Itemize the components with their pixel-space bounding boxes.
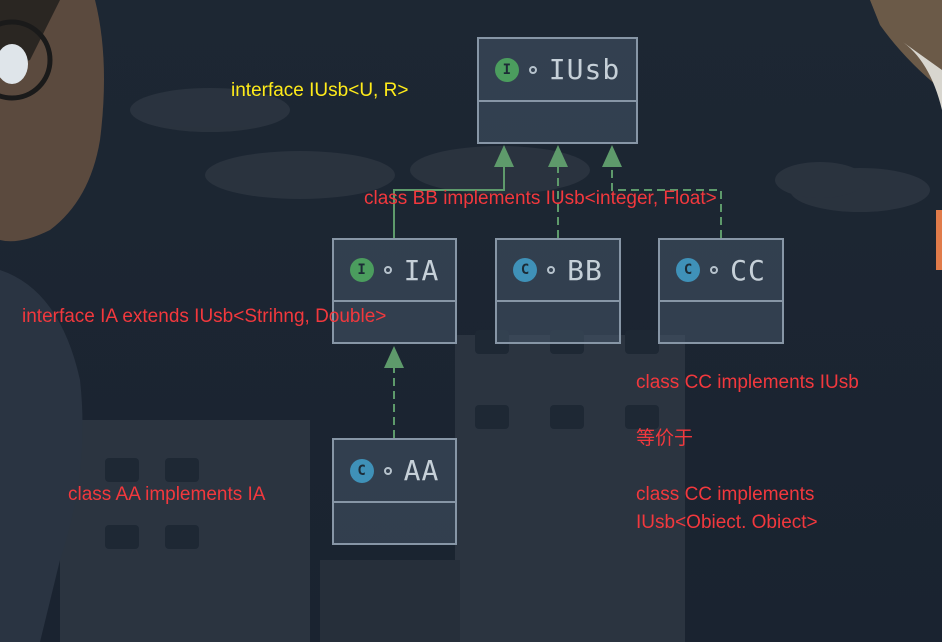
character-left: [0, 0, 104, 642]
node-iusb[interactable]: I IUsb: [477, 37, 638, 144]
arrowhead-bb-to-iusb: [548, 145, 568, 167]
node-ia[interactable]: I IA: [332, 238, 457, 344]
arrowhead-ia-to-iusb: [494, 145, 514, 167]
node-bb-header: C BB: [497, 240, 619, 302]
arrowheads: [384, 145, 622, 368]
arrowhead-aa-to-ia: [384, 346, 404, 368]
class-badge-icon: C: [513, 258, 538, 282]
node-cc-name: CC: [730, 253, 766, 287]
node-ia-header: I IA: [334, 240, 455, 302]
visibility-icon: [383, 266, 392, 274]
node-cc-header: C CC: [660, 240, 782, 302]
note-cc-full-line-1: class CC implements: [636, 484, 815, 505]
node-iusb-header: I IUsb: [479, 39, 636, 102]
class-badge-icon: C: [349, 458, 374, 483]
note-bb: class BB implements IUsb<integer, Float>: [364, 188, 717, 209]
class-badge-icon: C: [676, 258, 701, 282]
note-cc: class CC implements IUsb: [636, 372, 859, 393]
interface-badge-icon: I: [494, 57, 519, 82]
note-cc-full-line-2: IUsb<Obiect. Obiect>: [636, 511, 818, 533]
visibility-icon: [383, 466, 392, 475]
node-bb[interactable]: C BB: [495, 238, 621, 344]
node-aa[interactable]: C AA: [332, 438, 457, 545]
node-iusb-name: IUsb: [548, 53, 621, 86]
node-aa-header: C AA: [334, 440, 455, 503]
character-right: [870, 0, 942, 270]
visibility-icon: [528, 65, 537, 74]
node-aa-name: AA: [403, 454, 440, 487]
arrowhead-cc-to-iusb: [602, 145, 622, 167]
node-ia-name: IA: [403, 253, 440, 287]
note-aa: class AA implements IA: [68, 484, 266, 505]
node-bb-name: BB: [567, 253, 603, 287]
building-shape: [60, 330, 685, 642]
note-iusb: interface IUsb<U, R>: [231, 80, 409, 101]
note-ia: interface IA extends IUsb<Strihng, Doubl…: [22, 306, 387, 327]
node-cc[interactable]: C CC: [658, 238, 784, 344]
note-equiv: 等价于: [636, 428, 694, 449]
note-cc-full: class CC implements IUsb<Obiect. Obiect>: [636, 481, 818, 536]
visibility-icon: [710, 266, 719, 274]
visibility-icon: [547, 266, 556, 274]
cloud-shapes: [130, 88, 930, 212]
connector-lines: [393, 165, 722, 438]
interface-badge-icon: I: [349, 258, 374, 282]
